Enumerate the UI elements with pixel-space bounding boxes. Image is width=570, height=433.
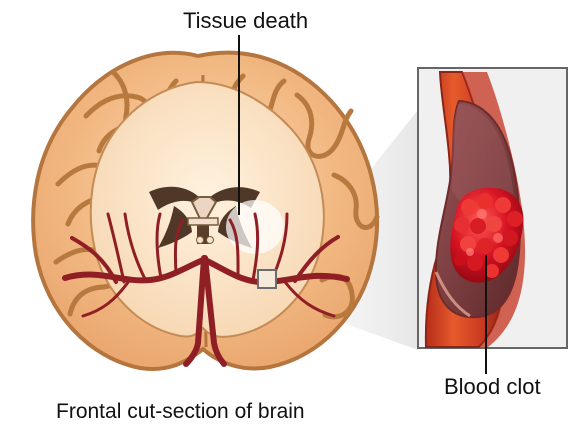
blood-clot-label: Blood clot: [444, 376, 541, 398]
inset-panel: [418, 68, 567, 374]
zoom-marker: [258, 270, 276, 288]
figure-caption: Frontal cut-section of brain: [56, 401, 305, 422]
tissue-death-label: Tissue death: [183, 10, 308, 32]
brain-cross-section-icon: [33, 35, 377, 369]
